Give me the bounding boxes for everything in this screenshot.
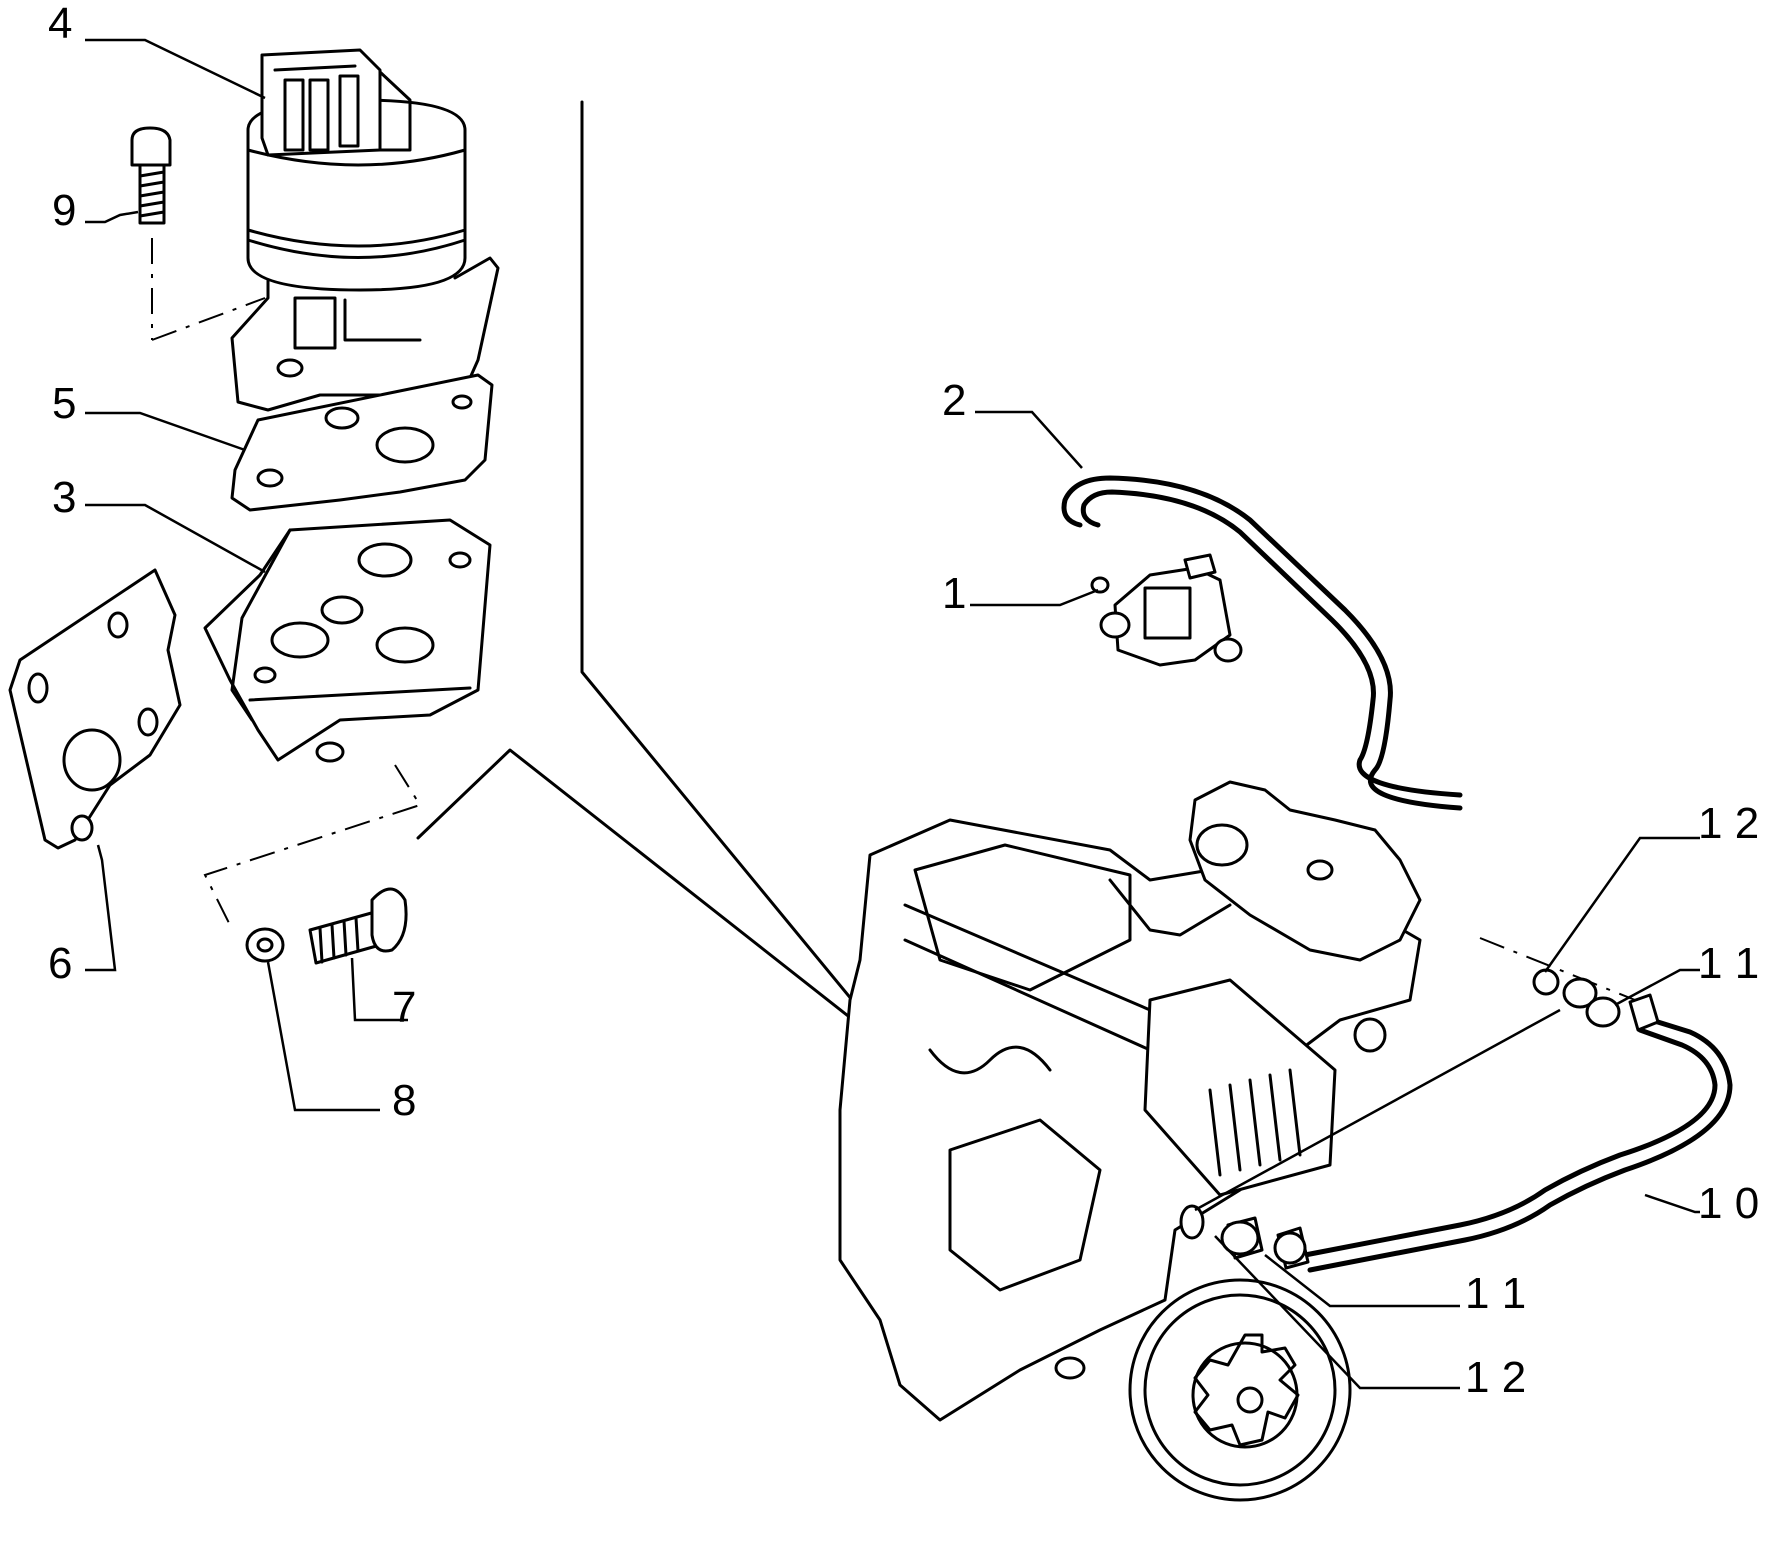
callout-6: 6 xyxy=(48,939,72,988)
callout-12-top: 1 2 xyxy=(1698,799,1759,848)
callout-8: 8 xyxy=(392,1076,416,1125)
part-11-fitting-bottom xyxy=(1220,1216,1310,1270)
part-1-solenoid-valve xyxy=(1090,553,1243,667)
part-9-bolt xyxy=(130,126,266,341)
part-5-gasket xyxy=(230,373,494,512)
part-11-fitting-top xyxy=(1562,977,1660,1032)
part-6-plate-gasket xyxy=(8,568,182,850)
part-4-egr-valve xyxy=(230,48,500,412)
part-10-pipe xyxy=(1302,1015,1733,1273)
callout-10: 1 0 xyxy=(1698,1179,1759,1228)
callout-12-bottom: 1 2 xyxy=(1465,1353,1526,1402)
part-7-bolt xyxy=(308,887,408,965)
callout-5: 5 xyxy=(52,379,76,428)
callout-2: 2 xyxy=(942,376,966,425)
part-2-hose xyxy=(1061,475,1463,811)
callout-7: 7 xyxy=(392,983,416,1032)
part-8-washer xyxy=(245,927,285,963)
part-12-washer-top xyxy=(1532,968,1560,996)
part-12-washer-bottom xyxy=(1179,1204,1205,1240)
egr-route-line xyxy=(416,748,887,1047)
fitting-axis-top xyxy=(1479,937,1636,1001)
fitting-axis-bottom xyxy=(1194,1008,1561,1212)
part-3-adapter-block xyxy=(203,518,492,926)
callout-3: 3 xyxy=(52,473,76,522)
callout-9: 9 xyxy=(52,186,76,235)
callout-4: 4 xyxy=(48,0,72,48)
callout-1: 1 xyxy=(942,569,966,618)
engine-block xyxy=(838,780,1422,1502)
leader-lines xyxy=(85,38,1700,1390)
separator-line xyxy=(580,100,887,1042)
callout-11-bottom: 1 1 xyxy=(1465,1269,1526,1318)
callout-11-top: 1 1 xyxy=(1698,939,1759,988)
